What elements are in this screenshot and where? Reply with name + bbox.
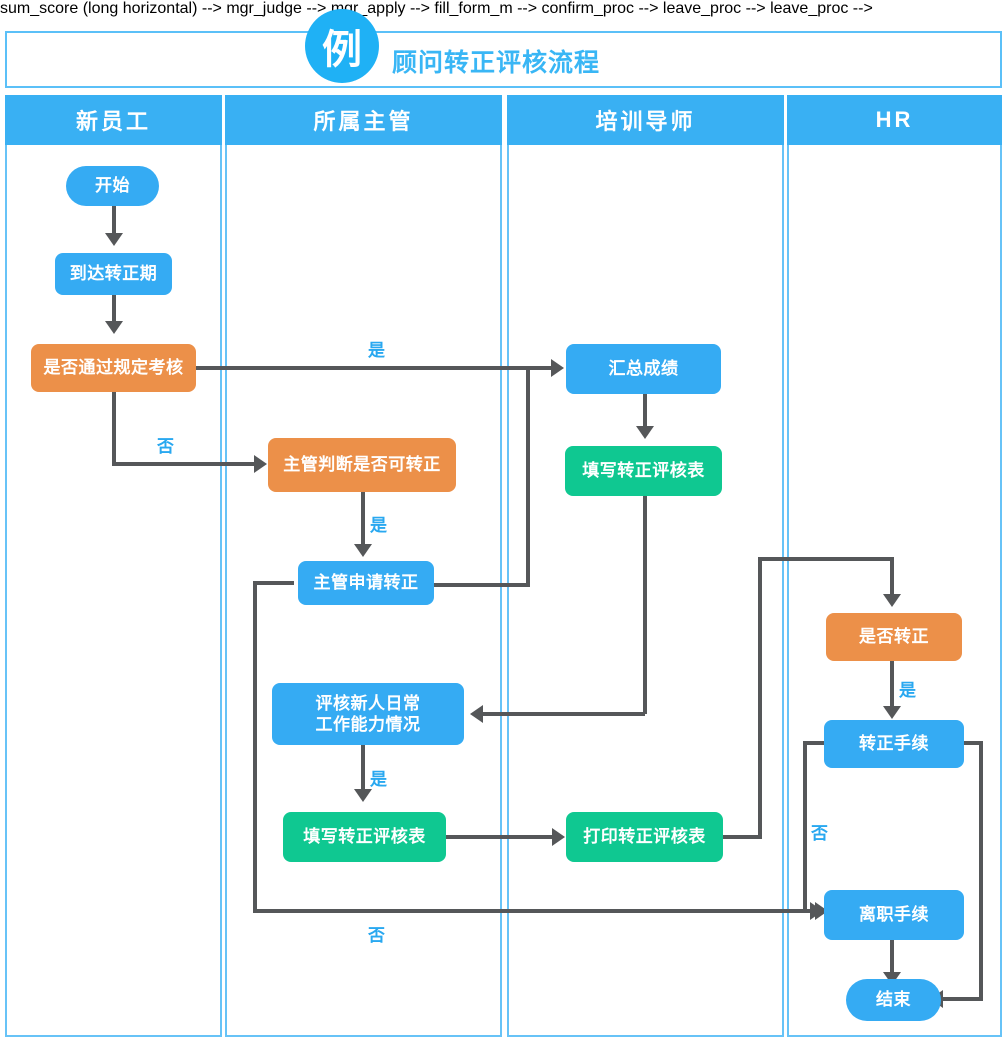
edge-eval-yes-v [361,745,365,791]
node-eval-daily[interactable]: 评核新人日常 工作能力情况 [272,683,464,745]
edge-fillm-to-print [434,835,552,839]
arrowhead-eval-yes [354,789,372,802]
edge-pass-no-v [112,392,116,464]
edge-label-confirm-yes: 是 [899,681,916,700]
example-badge: 例 [305,9,379,83]
edge-label-judge-yes: 是 [370,516,387,535]
lane-body-4 [787,95,1002,1037]
node-print-form[interactable]: 打印转正评核表 [566,812,723,862]
edge-sum-to-fillt [643,394,647,428]
node-start[interactable]: 开始 [66,166,159,206]
arrowhead-pass-yes [551,359,564,377]
node-is-confirm[interactable]: 是否转正 [826,613,962,661]
node-eval-daily-line1: 评核新人日常 [315,693,421,713]
node-reach-period[interactable]: 到达转正期 [55,253,172,295]
arrowhead-apply-no [810,902,823,920]
lane-body-1 [5,95,222,1037]
edge-start-to-reach [112,206,116,235]
arrowhead-print-to-hr [883,594,901,607]
edge-label-apply-no: 否 [368,926,385,945]
edge-label-confirm-no: 否 [811,824,828,843]
edge-print-to-hr-h2 [758,557,894,561]
node-end[interactable]: 结束 [846,979,941,1021]
node-sum-score[interactable]: 汇总成绩 [566,344,721,394]
arrowhead-fillm-to-print [552,828,565,846]
node-leave-procedure[interactable]: 离职手续 [824,890,964,940]
node-fill-form-trainer[interactable]: 填写转正评核表 [565,446,722,496]
arrowhead-judge-yes [354,544,372,557]
lane-header-4: HR [787,95,1002,145]
edge-confirm-no-h1 [803,741,831,745]
edge-apply-to-join-v [526,366,530,587]
edge-label-pass-no: 否 [157,437,174,456]
page-title: 顾问转正评核流程 [392,49,601,77]
edge-pass-yes-h [196,366,551,370]
edge-apply-no-h2 [253,909,818,913]
edge-fillt-to-eval-h [483,712,645,716]
edge-confirm-to-end-h2 [942,997,983,1001]
edge-print-to-hr-v [758,557,762,839]
edge-judge-yes-v [361,492,365,546]
edge-fillt-to-eval-v [643,496,647,714]
arrowhead-confirm-yes [883,706,901,719]
node-pass-exam[interactable]: 是否通过规定考核 [31,344,196,392]
node-fill-form-manager[interactable]: 填写转正评核表 [283,812,446,862]
title-banner [5,31,1002,88]
edge-confirm-to-end-v [979,741,983,1000]
edge-apply-to-join-h [434,583,530,587]
arrowhead-reach-to-pass [105,321,123,334]
edge-label-pass-yes: 是 [368,341,385,360]
node-confirm-procedure[interactable]: 转正手续 [824,720,964,768]
edge-confirm-no-v [803,741,807,913]
arrowhead-sum-to-fillt [636,426,654,439]
edge-reach-to-pass [112,294,116,323]
arrowhead-fillt-to-eval [470,705,483,723]
lane-header-2: 所属主管 [225,95,502,145]
edge-apply-no-v [253,581,257,913]
edge-print-to-hr-v2 [890,557,894,596]
edge-confirm-to-end-h1 [957,741,983,745]
lane-header-3: 培训导师 [507,95,784,145]
edge-print-to-hr-h1 [723,835,762,839]
edge-label-eval-yes: 是 [370,770,387,789]
arrowhead-start-to-reach [105,233,123,246]
node-mgr-judge[interactable]: 主管判断是否可转正 [268,438,456,492]
arrowhead-pass-no [254,455,267,473]
node-mgr-apply[interactable]: 主管申请转正 [298,561,434,605]
edge-leave-to-end [890,940,894,974]
lane-header-1: 新员工 [5,95,222,145]
edge-apply-no-h1 [253,581,294,585]
node-eval-daily-line2: 工作能力情况 [315,715,421,734]
edge-pass-no-h [112,462,254,466]
edge-confirm-yes-v [890,661,894,708]
